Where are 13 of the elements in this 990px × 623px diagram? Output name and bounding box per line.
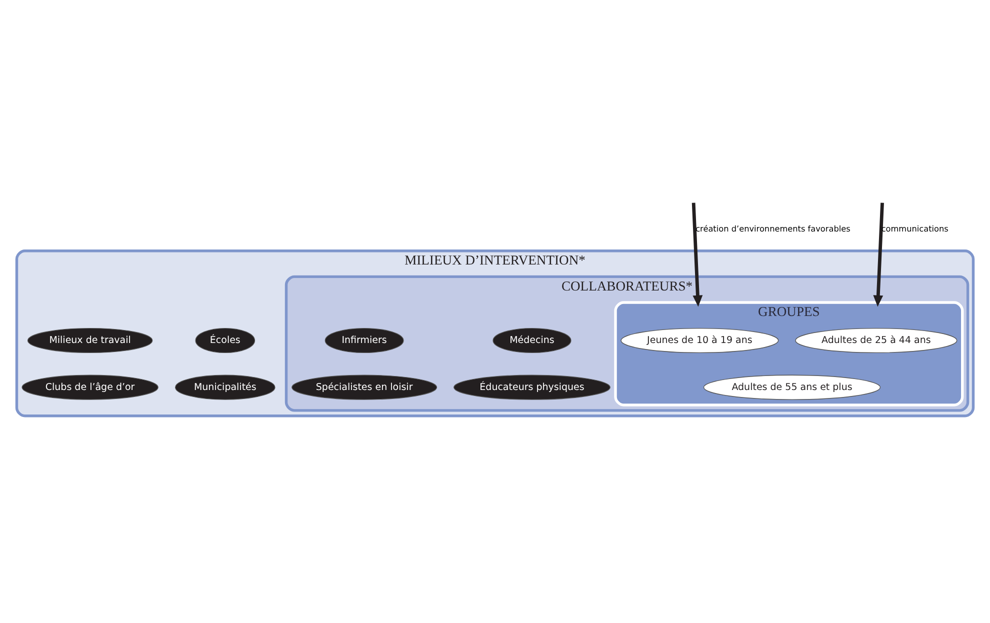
node-ellipse: Municipalités — [175, 374, 276, 400]
arrow — [873, 202, 884, 307]
node-ellipse: Jeunes de 10 à 19 ans — [620, 328, 779, 354]
node-ellipse: Milieux de travail — [27, 328, 153, 354]
node-ellipse: Adultes de 25 à 44 ans — [795, 328, 958, 354]
arrow — [692, 202, 703, 307]
node-ellipse: Adultes de 55 ans et plus — [703, 374, 881, 400]
node-ellipse: Écoles — [195, 328, 256, 354]
node-ellipse: Éducateurs physiques — [454, 374, 610, 400]
node-ellipse: Spécialistes en loisir — [292, 374, 438, 400]
node-ellipse: Médecins — [492, 328, 572, 354]
node-ellipse: Clubs de l’âge d’or — [22, 374, 158, 400]
node-ellipse: Infirmiers — [324, 328, 404, 354]
